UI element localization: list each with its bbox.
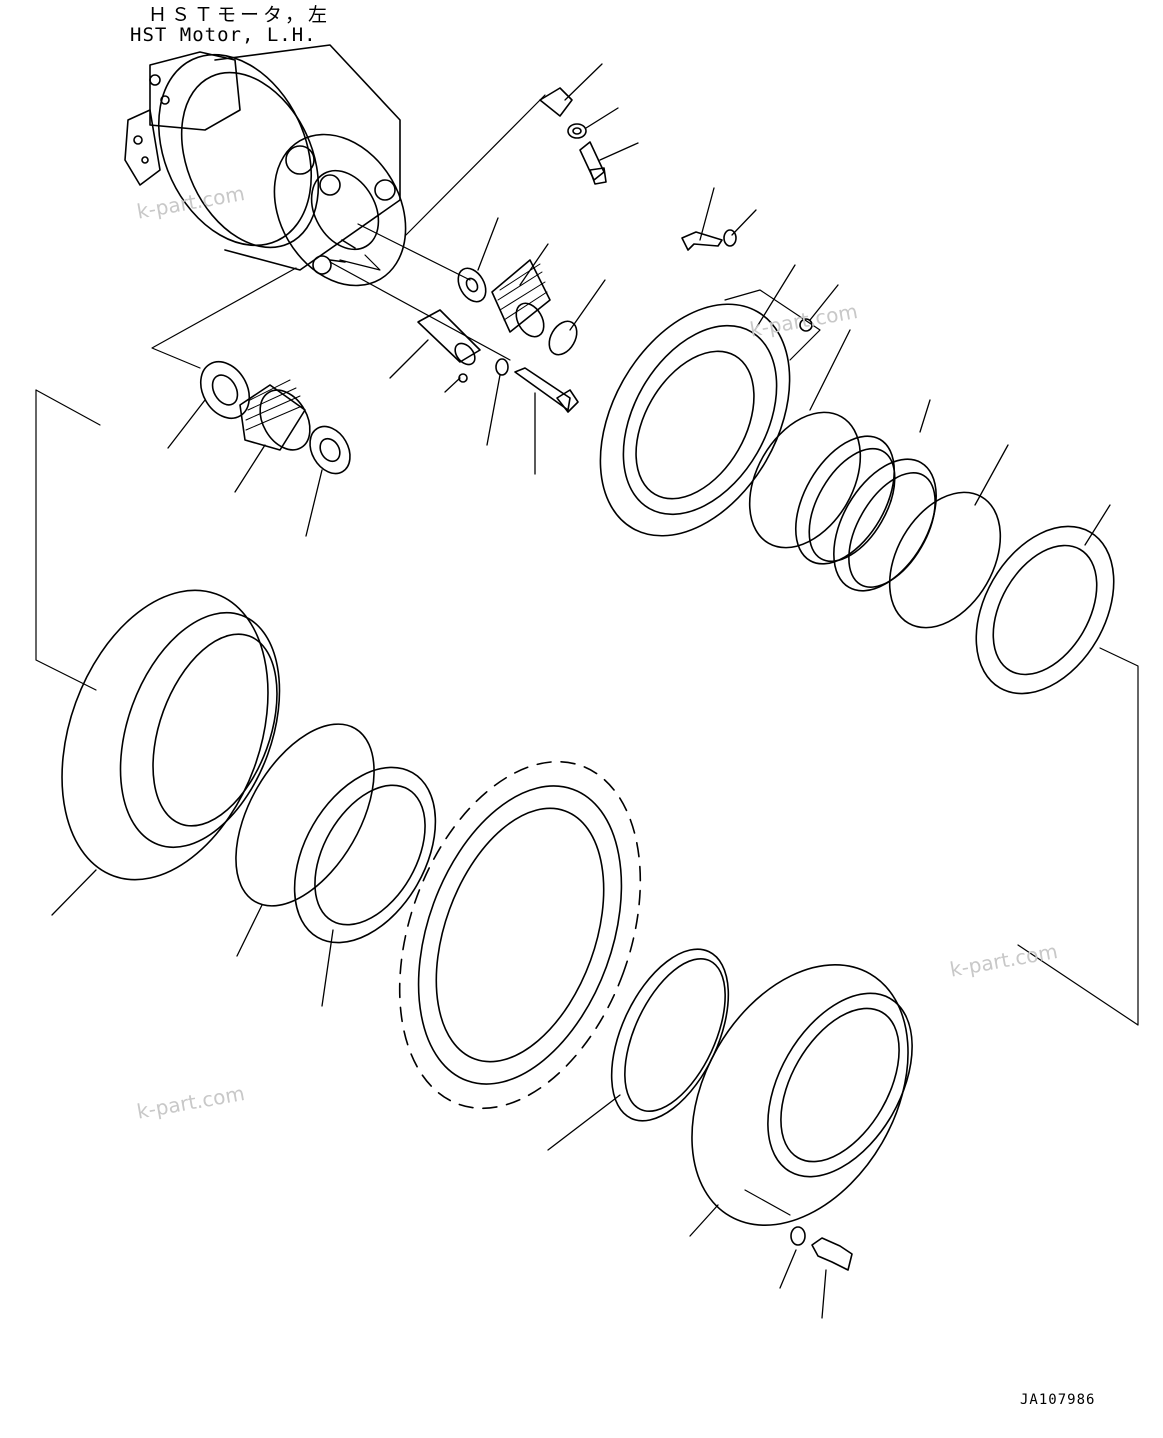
bearing-race [948,502,1142,718]
upper-ring-set [561,271,1141,718]
coupling-spline-icon [492,260,550,332]
gear-icon [240,385,305,450]
hub-housing [24,562,305,909]
o-ring-3 [207,701,402,929]
drawing-code: JA107986 [1020,1392,1096,1408]
bearing-race-2 [266,743,465,968]
o-ring-2 [867,473,1023,647]
sprocket [355,728,685,1142]
long-bolt-icon [515,368,570,410]
o-ring-large [727,393,883,567]
washer-icon-2 [724,230,736,246]
title-english: HST Motor, L.H. [130,24,317,46]
bearing-icon-1 [191,353,259,427]
motor-port-block [125,110,160,185]
small-washer-icon [496,359,508,375]
assembly-axis-lines [36,95,1138,1215]
title-japanese: ＨＳＴモータ，左 [148,4,332,26]
floating-seal-1 [775,419,914,580]
bearing-set [191,353,358,481]
plug-icon [800,319,812,331]
washer-icon-3 [791,1227,805,1245]
bolt-icon [682,232,722,250]
bearing-icon-2 [302,419,358,480]
cover-bolt-icon [812,1238,852,1270]
o-ring-small-icon [544,316,583,359]
cover [648,926,953,1263]
lower-housing-set [24,562,464,968]
washer-icon [568,124,586,138]
ball-icon [459,374,467,382]
pin-icon [418,310,480,362]
motor-hub [248,111,432,310]
seal-cover-ring [561,271,828,570]
breather-plug-icon [540,88,572,116]
small-fittings [418,88,812,412]
motor-housing [215,45,400,270]
thrust-washer-icon [453,263,492,306]
snap-ring-gear [588,931,753,1138]
callout-leaders [52,64,1110,1318]
lower-right-set [588,926,953,1270]
hst-motor [125,30,432,309]
motor-valve-block [150,52,240,130]
